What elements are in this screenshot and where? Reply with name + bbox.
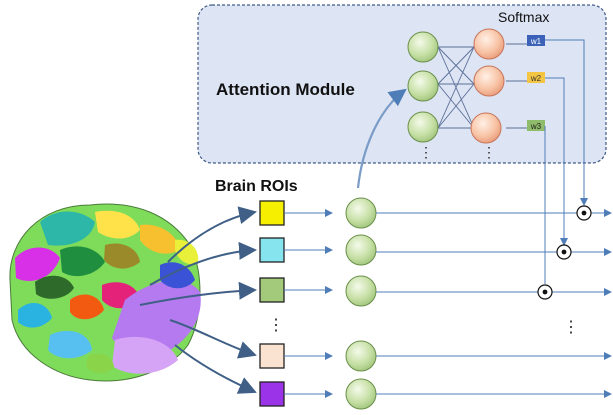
- attention-output-node: [473, 28, 505, 60]
- roi-box: [259, 237, 285, 263]
- attention-input-node: [407, 111, 439, 143]
- roi-box: [259, 381, 285, 407]
- attention-output-node: [473, 65, 505, 97]
- output-lines: [376, 209, 612, 398]
- embedding-node: [345, 275, 377, 307]
- attention-connections: [437, 43, 530, 129]
- multiply-operator-icon: [576, 205, 592, 221]
- attention-input-ellipsis: ⋮: [419, 144, 433, 160]
- softmax-label: Softmax: [498, 9, 549, 25]
- multiply-operator-icon: [556, 244, 572, 260]
- output-ellipsis: ⋮: [563, 319, 579, 336]
- attention-output-node: [470, 112, 502, 144]
- attention-output-ellipsis: ⋮: [482, 144, 496, 160]
- embedding-node: [345, 340, 377, 372]
- weight-badge-w3: w3: [527, 120, 545, 131]
- svg-text:w3: w3: [530, 122, 542, 131]
- roi-to-node-arrows: [284, 209, 333, 398]
- attention-input-nodes: [407, 31, 439, 143]
- brain-rois-title: Brain ROIs: [215, 178, 298, 195]
- brain-illustration: [9, 203, 201, 382]
- attention-module-title: Attention Module: [216, 80, 355, 99]
- attention-input-node: [407, 70, 439, 102]
- weight-badge-w1: w1: [527, 35, 545, 46]
- roi-box: [259, 277, 285, 303]
- svg-text:w1: w1: [530, 37, 542, 46]
- attention-output-nodes: [470, 28, 505, 144]
- roi-ellipsis: ⋮: [268, 317, 284, 334]
- roi-box: [259, 343, 285, 369]
- roi-box: [259, 200, 285, 226]
- embedding-nodes: [345, 197, 377, 410]
- multiply-operator-icon: [537, 284, 553, 300]
- embedding-node: [345, 197, 377, 229]
- weight-badge-w2: w2: [527, 72, 545, 83]
- roi-to-attention-arrow: [356, 88, 407, 189]
- embedding-node: [345, 234, 377, 266]
- attention-input-node: [407, 31, 439, 63]
- roi-boxes: [259, 200, 285, 407]
- weight-routes: [544, 39, 588, 284]
- embedding-node: [345, 378, 377, 410]
- brain-to-roi-arrows: [139, 206, 257, 394]
- multiply-operators: [537, 205, 592, 300]
- svg-text:w2: w2: [530, 74, 542, 83]
